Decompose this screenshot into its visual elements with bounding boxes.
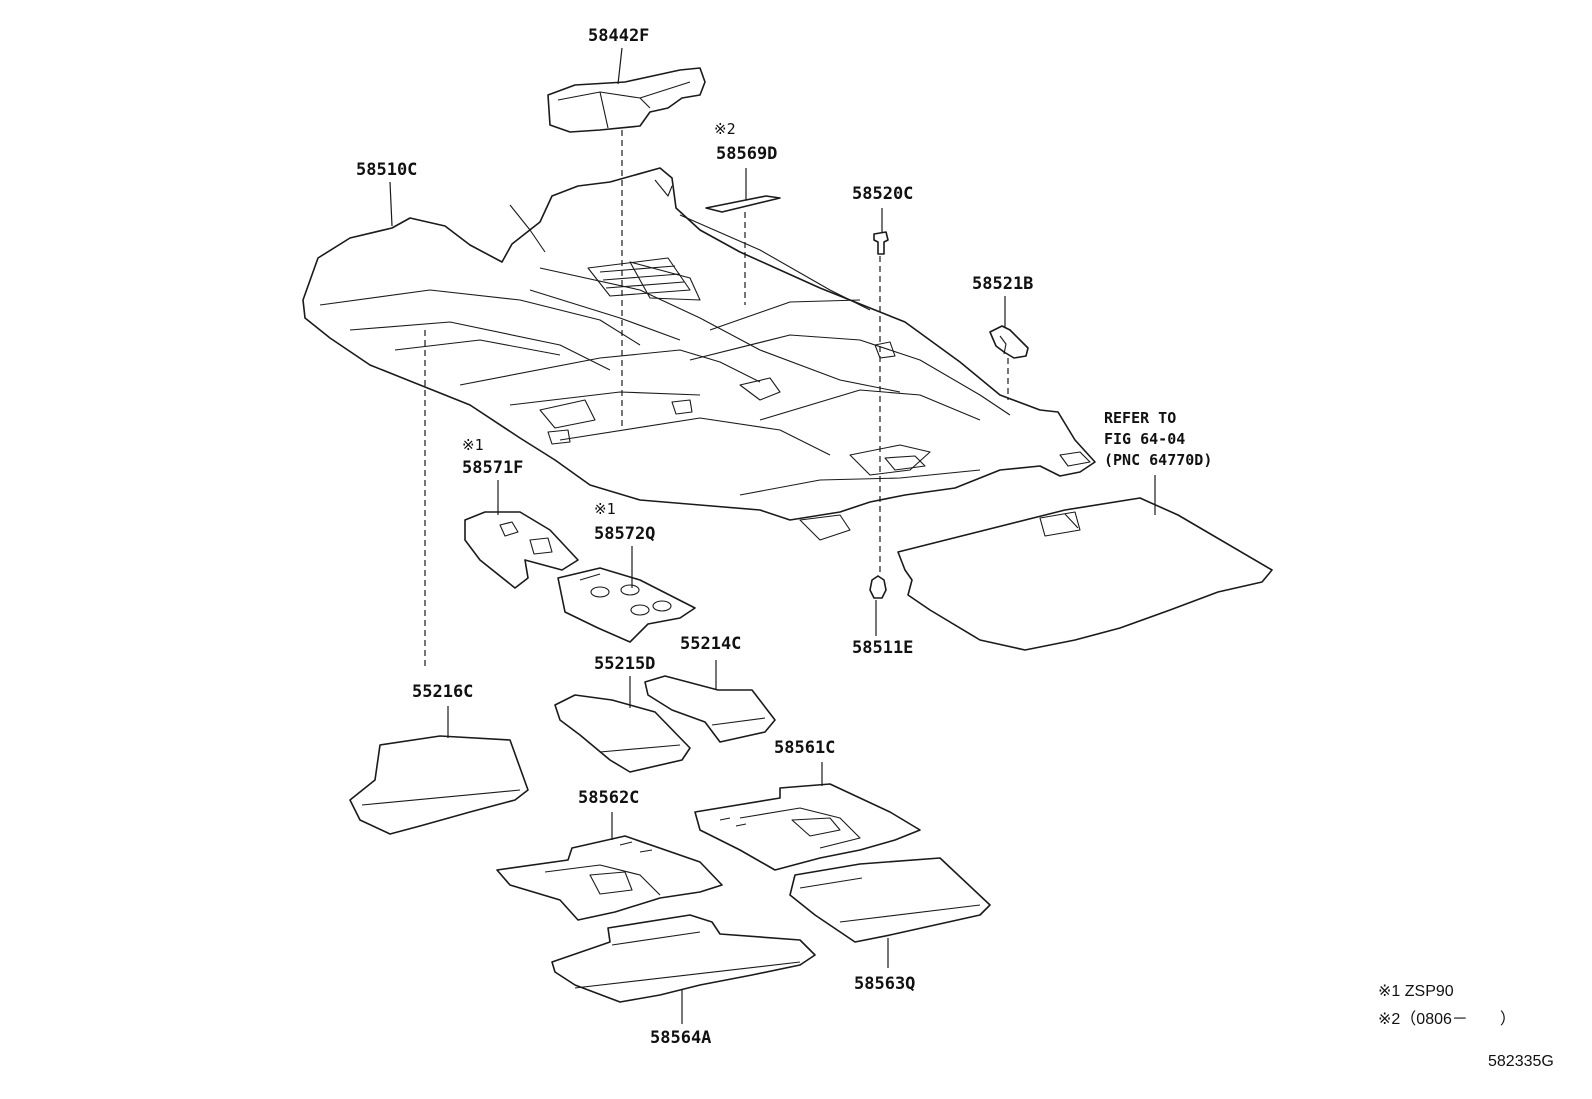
mark-58569D: ※2 (714, 120, 736, 138)
reference-line-3: (PNC 64770D) (1104, 451, 1213, 469)
floor-mat-58561C (694, 783, 921, 871)
reference-line-2: FIG 64-04 (1104, 430, 1186, 448)
label-58562C: 58562C (578, 788, 640, 808)
mark-58572Q: ※1 (594, 500, 616, 518)
floor-mat-58562C (496, 835, 723, 921)
reference-note: REFER TO FIG 64-04 (PNC 64770D) (1104, 408, 1212, 471)
label-55216C: 55216C (412, 682, 474, 702)
clip-58521B (989, 325, 1029, 359)
figure-code: 582335G (1488, 1053, 1554, 1070)
label-58563Q: 58563Q (854, 974, 916, 994)
floor-mat-58563Q (789, 857, 991, 943)
insulator-55216C (349, 735, 529, 835)
footnote-2: ※2（0806－ ） (1378, 1011, 1516, 1028)
label-58571F: 58571F (462, 458, 524, 478)
label-58569D: 58569D (716, 144, 778, 164)
label-58520C: 58520C (852, 184, 914, 204)
mark-58571F: ※1 (462, 436, 484, 454)
floor-mat-58564A (551, 914, 816, 1003)
label-55215D: 55215D (594, 654, 656, 674)
console-cover-58442F (547, 67, 706, 133)
pad-58572Q (557, 567, 696, 643)
label-58572Q: 58572Q (594, 524, 656, 544)
assembly-lines (424, 130, 1009, 670)
strip-58569D (705, 195, 781, 213)
label-58511E: 58511E (852, 638, 914, 658)
floor-carpet-58510C (302, 167, 1096, 541)
clip-58511E (869, 575, 887, 599)
label-58521B: 58521B (972, 274, 1034, 294)
leader-lines (389, 47, 1156, 1024)
label-58442F: 58442F (588, 26, 650, 46)
insulator-55214C (644, 675, 776, 743)
label-58561C: 58561C (774, 738, 836, 758)
label-58510C: 58510C (356, 160, 418, 180)
clip-58520C (873, 231, 889, 255)
rear-floor-mat (897, 497, 1273, 651)
label-55214C: 55214C (680, 634, 742, 654)
pad-58571F (464, 511, 579, 589)
label-58564A: 58564A (650, 1028, 712, 1048)
footnote-1: ※1 ZSP90 (1378, 983, 1454, 1000)
reference-line-1: REFER TO (1104, 409, 1177, 427)
insulator-55215D (554, 694, 691, 773)
